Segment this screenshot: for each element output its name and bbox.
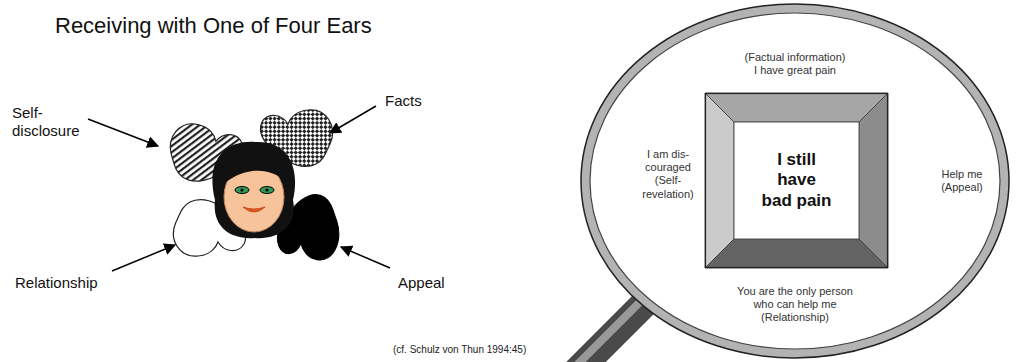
bevel-face — [859, 93, 888, 268]
lens-annotation: (Factual information) I have great pain — [743, 51, 847, 77]
leader-arrow — [341, 247, 390, 268]
leader-arrow — [88, 119, 158, 146]
eye — [235, 187, 249, 194]
lens-rim — [581, 4, 1009, 358]
bevel-face — [705, 93, 888, 122]
leader-arrow — [112, 245, 175, 271]
fringe — [226, 156, 286, 182]
mouth — [243, 207, 265, 212]
hair — [212, 142, 295, 238]
bevel-face — [705, 239, 888, 268]
inner-panel — [734, 122, 859, 239]
pupil — [240, 188, 243, 191]
pupil — [265, 188, 268, 191]
lens-annotation: I am dis- couraged (Self- revelation) — [640, 148, 696, 201]
eye — [260, 187, 274, 194]
diagram-title: Receiving with One of Four Ears — [55, 13, 372, 39]
citation-caption: (cf. Schulz von Thun 1994:45) — [393, 344, 526, 356]
message-box: I still have bad pain — [705, 93, 888, 268]
ear-label: Self- disclosure — [12, 104, 90, 140]
lens-glass — [590, 13, 1000, 349]
bevel-face — [705, 93, 734, 268]
lens-annotation: Help me (Appeal) — [937, 168, 987, 194]
ear-label: Appeal — [398, 274, 468, 292]
outer-border — [706, 94, 888, 268]
ear-label: Relationship — [15, 274, 125, 292]
magnifier-lens: (Factual information) I have great painI… — [580, 3, 1010, 359]
message-text: I still have bad pain — [761, 150, 833, 211]
handle-highlight — [562, 296, 646, 362]
ear-label: Facts — [385, 92, 445, 110]
lens-annotation: You are the only person who can help me … — [730, 285, 860, 325]
leader-arrow — [330, 106, 376, 133]
